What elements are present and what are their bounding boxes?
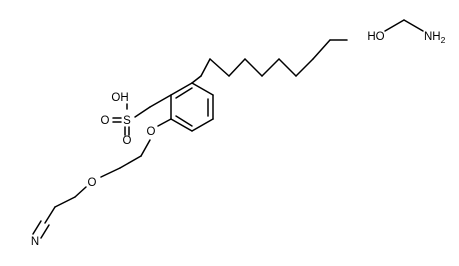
bond xyxy=(44,206,56,224)
bond xyxy=(295,58,314,77)
ether-oxygen-1-label: O xyxy=(147,126,156,138)
bond xyxy=(157,118,172,127)
bond xyxy=(74,186,87,198)
bond xyxy=(175,87,193,99)
bond xyxy=(278,58,297,77)
bonds xyxy=(32,19,424,239)
bond xyxy=(170,82,193,96)
bond xyxy=(149,94,172,108)
bond xyxy=(134,106,151,118)
bond xyxy=(119,155,142,169)
nitrogen-label: N xyxy=(31,236,39,248)
bond xyxy=(170,118,193,132)
bond xyxy=(200,58,211,77)
oxygen-bottom-label: O xyxy=(123,135,132,147)
ether-oxygen-2-label: O xyxy=(88,177,97,189)
bond xyxy=(261,58,280,77)
bond xyxy=(209,58,230,77)
bond xyxy=(244,58,263,77)
bond xyxy=(403,19,424,32)
amine-nh-text: NH xyxy=(424,31,441,43)
bond xyxy=(228,58,246,77)
bond xyxy=(191,82,214,96)
bond xyxy=(191,118,214,132)
bond xyxy=(140,139,151,157)
bond xyxy=(191,75,202,84)
bond xyxy=(175,115,193,127)
oxygen-left-label: O xyxy=(101,115,110,127)
bond xyxy=(32,220,42,235)
sulfur-label: S xyxy=(123,115,131,127)
amine-subscript: 2 xyxy=(441,35,446,45)
hydroxyl-label: OH xyxy=(111,92,128,104)
bond xyxy=(54,196,76,208)
ethanolamine-hydroxyl-label: HO xyxy=(367,31,384,43)
bond xyxy=(312,39,331,60)
bond xyxy=(100,167,121,178)
atom-labels: OH S O O O O N HO NH2 xyxy=(31,31,446,248)
amine-label: NH2 xyxy=(424,31,446,45)
bond xyxy=(40,224,50,239)
bond xyxy=(384,19,405,32)
